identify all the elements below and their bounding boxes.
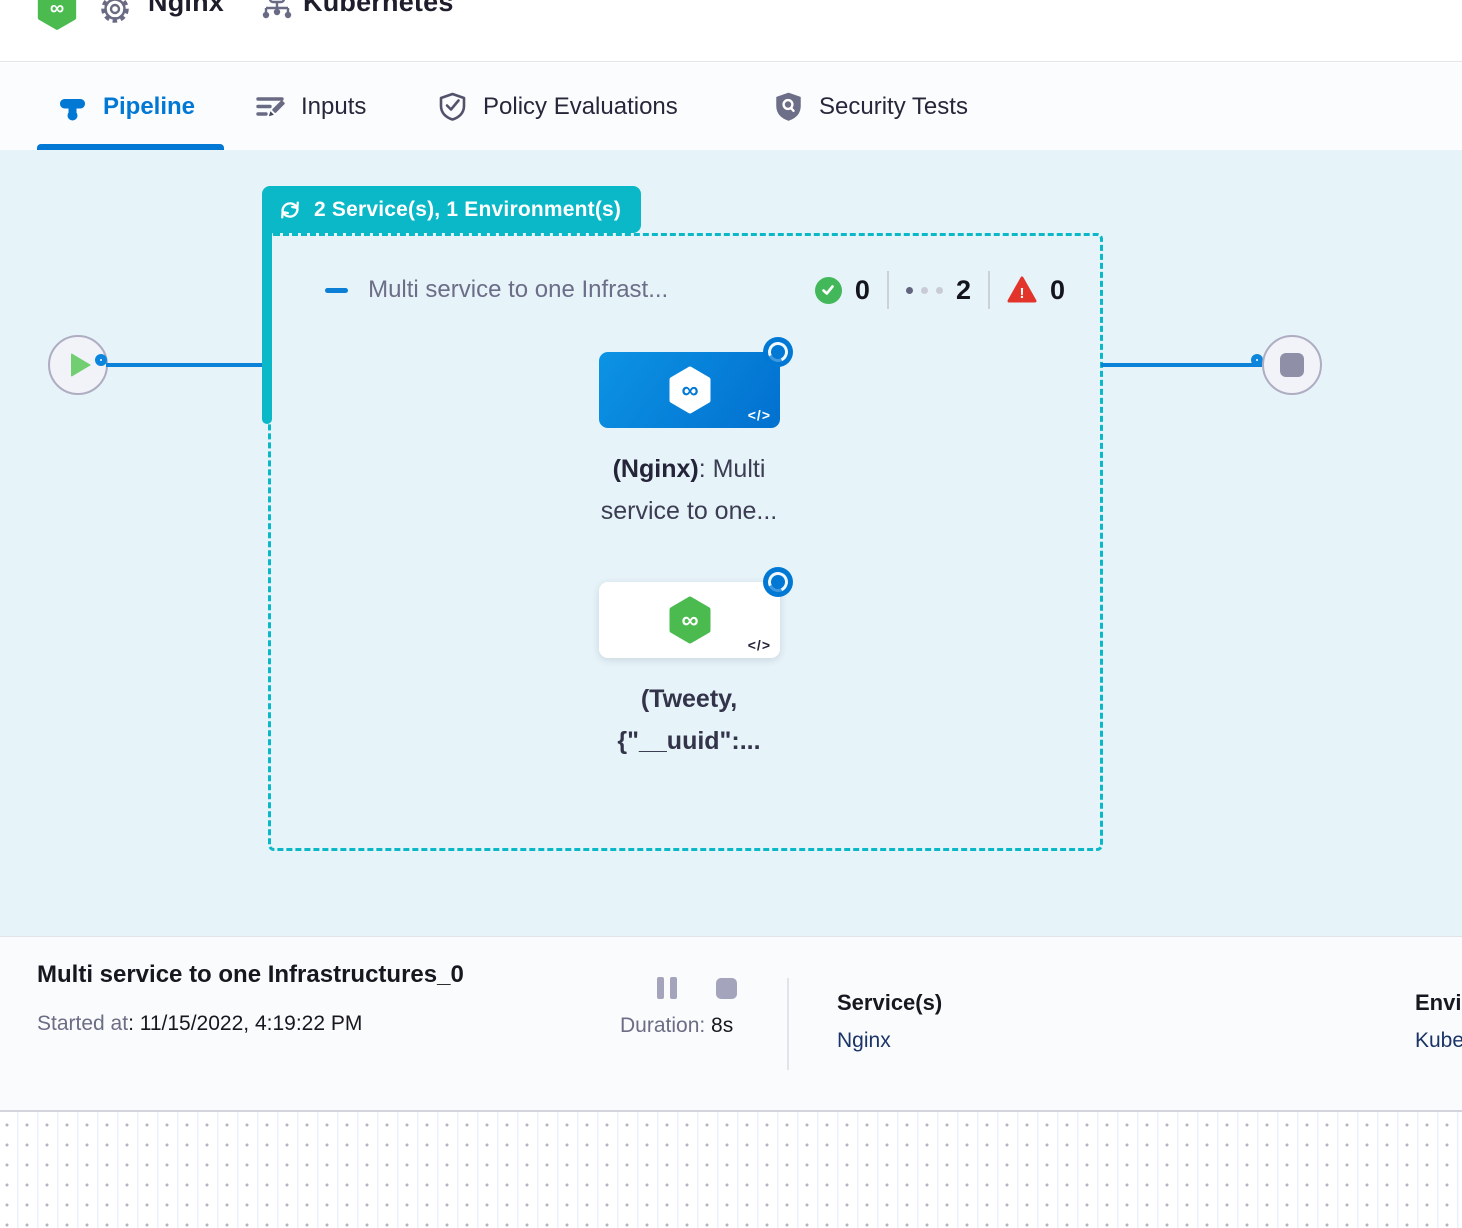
execution-title: Multi service to one Infrastructures_0	[37, 961, 464, 988]
service-name-line2: service to one...	[600, 497, 778, 525]
play-icon	[71, 353, 91, 377]
service-name-bold: (Nginx)	[612, 455, 699, 483]
shield-check-icon	[439, 92, 466, 121]
harness-service-icon: ∞	[669, 596, 710, 644]
code-icon: </>	[747, 637, 771, 653]
started-at-label: Started at	[37, 1012, 129, 1035]
breadcrumb-environment-name[interactable]: Kubernetes	[303, 0, 454, 17]
service-node-nginx[interactable]: ∞ </>	[599, 352, 780, 428]
svg-text:∞: ∞	[50, 0, 64, 19]
stop-icon	[1280, 353, 1304, 377]
breadcrumb-pipeline-name[interactable]: Nginx	[148, 0, 225, 17]
svg-text:!: !	[1019, 285, 1024, 302]
service-name-line2: {"__uuid":...	[617, 727, 761, 755]
view-tabs: Pipeline Inputs Policy Evaluations	[0, 63, 1462, 150]
stage-group-badge-tail	[262, 210, 272, 424]
stage-status-counts: 0 2 ! 0	[814, 271, 1065, 309]
failed-count: 0	[1049, 274, 1065, 305]
stage-group-badge-label: 2 Service(s), 1 Environment(s)	[314, 197, 622, 221]
node-running-spinner	[763, 567, 793, 597]
tab-security-tests-label: Security Tests	[819, 92, 968, 120]
svg-text:∞: ∞	[681, 607, 698, 634]
tab-policy-evaluations[interactable]: Policy Evaluations	[437, 63, 678, 150]
service-node-nginx-label: (Nginx): Multi service to one...	[559, 448, 819, 532]
stop-execution-button[interactable]	[716, 978, 737, 999]
stage-title: Multi service to one Infrast...	[368, 276, 669, 303]
log-canvas-grid[interactable]	[0, 1110, 1462, 1228]
tab-policy-evaluations-label: Policy Evaluations	[483, 92, 678, 120]
tab-pipeline-label: Pipeline	[103, 92, 196, 120]
active-tab-underline	[37, 144, 224, 150]
pause-execution-button[interactable]	[657, 977, 679, 999]
pipeline-canvas[interactable]: 2 Service(s), 1 Environment(s) Multi ser…	[0, 150, 1462, 936]
environments-summary: Environment(s) Kubernetes	[1415, 990, 1462, 1053]
harness-logo-icon: ∞	[37, 0, 77, 30]
tab-inputs[interactable]: Inputs	[255, 63, 366, 150]
success-count: 0	[854, 274, 870, 305]
collapse-stage-icon[interactable]	[325, 287, 349, 293]
service-name-line1: (Tweety,	[640, 685, 738, 713]
code-icon: </>	[747, 407, 771, 423]
tab-pipeline[interactable]: Pipeline	[57, 63, 195, 150]
started-at-value: : 11/15/2022, 4:19:22 PM	[128, 1012, 363, 1035]
svg-text:∞: ∞	[681, 377, 698, 404]
running-status-icon	[905, 286, 943, 294]
stage-group-badge[interactable]: 2 Service(s), 1 Environment(s)	[262, 186, 642, 233]
environments-value-link[interactable]: Kubernetes	[1415, 1029, 1462, 1052]
shield-scan-icon	[776, 92, 801, 121]
tab-security-tests[interactable]: Security Tests	[773, 63, 968, 150]
service-node-tweety[interactable]: ∞ </>	[599, 582, 780, 658]
duration-row: Duration: 8s	[620, 1014, 733, 1038]
environment-icon	[262, 0, 292, 19]
edge-start-connector-dot	[95, 354, 107, 366]
edge-end-connector-dot	[1251, 354, 1263, 366]
footer-divider	[787, 978, 789, 1070]
service-name-rest: : Multi	[698, 455, 766, 483]
failed-status-icon: !	[1007, 276, 1037, 303]
inputs-icon	[256, 97, 285, 117]
node-running-spinner	[763, 337, 793, 367]
pipeline-icon	[60, 99, 85, 121]
success-status-icon	[814, 276, 842, 304]
gear-icon	[101, 0, 129, 23]
loop-refresh-icon	[281, 200, 299, 219]
services-label: Service(s)	[837, 990, 943, 1015]
environments-label: Environment(s)	[1415, 990, 1462, 1015]
duration-label: Duration:	[620, 1014, 712, 1037]
services-value-link[interactable]: Nginx	[837, 1029, 891, 1052]
service-node-tweety-label: (Tweety, {"__uuid":...	[559, 678, 819, 762]
harness-service-icon: ∞	[669, 366, 710, 414]
execution-summary-bar: Multi service to one Infrastructures_0 S…	[0, 936, 1462, 1110]
breadcrumb-header: ∞ Nginx Kubernetes	[0, 0, 1462, 62]
edge-start-to-stage	[106, 363, 268, 367]
pipeline-end-node[interactable]	[1262, 335, 1322, 395]
stage-group-container[interactable]	[268, 233, 1103, 851]
status-divider	[987, 271, 990, 309]
tab-inputs-label: Inputs	[301, 92, 367, 120]
stage-header-row: Multi service to one Infrast... 0 2 ! 0	[325, 268, 1065, 312]
status-divider	[886, 271, 889, 309]
started-at-row: Started at: 11/15/2022, 4:19:22 PM	[37, 1012, 362, 1036]
running-count: 2	[955, 274, 971, 305]
edge-stage-to-end	[1101, 363, 1262, 367]
services-summary: Service(s) Nginx	[837, 990, 942, 1053]
duration-value: 8s	[711, 1014, 734, 1037]
